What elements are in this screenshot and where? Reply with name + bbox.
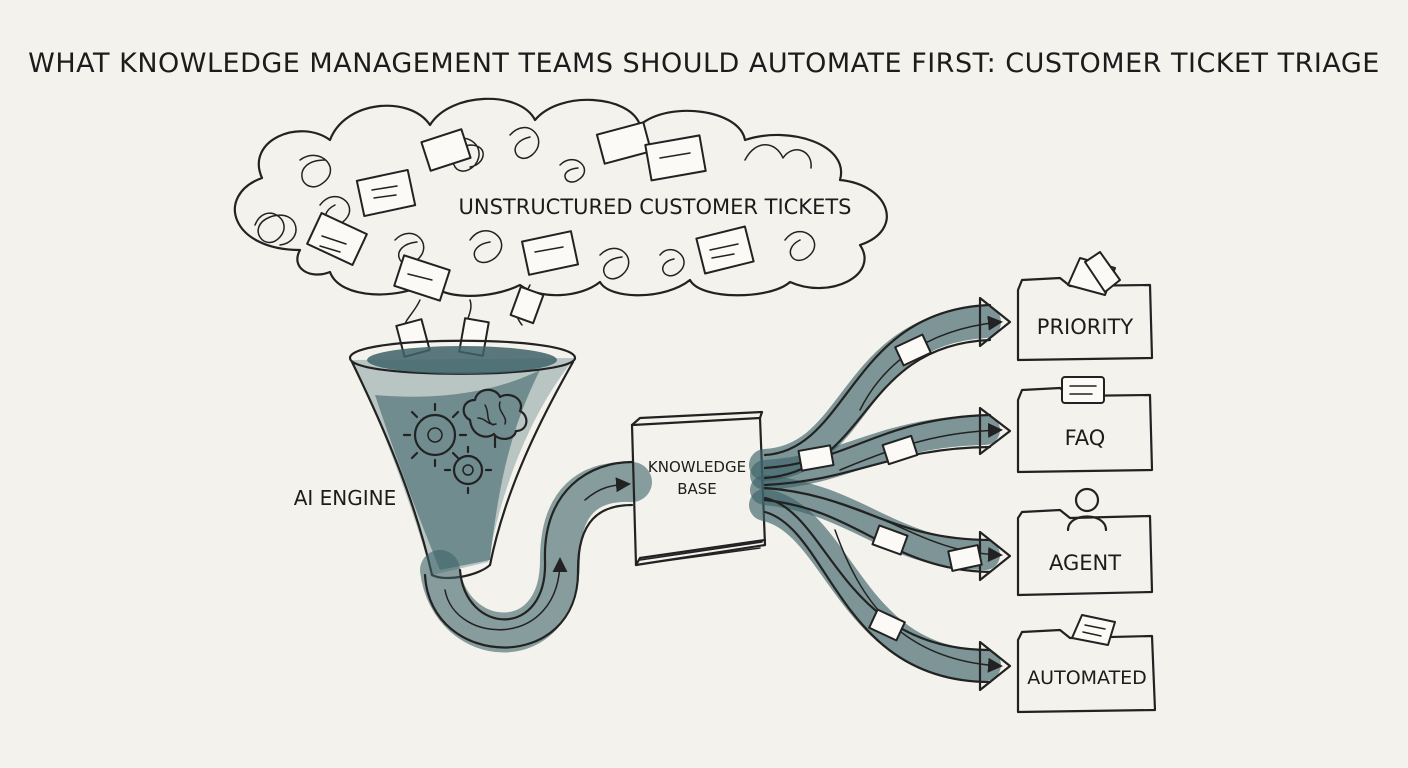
destination-label-faq: FAQ [1065, 426, 1106, 450]
destination-automated: AUTOMATED [1016, 614, 1157, 714]
destination-faq: FAQ [1016, 376, 1154, 474]
destination-label-priority: PRIORITY [1037, 315, 1134, 339]
cloud-label: UNSTRUCTURED CUSTOMER TICKETS [458, 195, 851, 219]
ai-engine-funnel: AI ENGINE [294, 339, 577, 580]
knowledge-base-label-line1: KNOWLEDGE [648, 458, 746, 476]
document-icon [1061, 376, 1105, 404]
page-title: WHAT KNOWLEDGE MANAGEMENT TEAMS SHOULD A… [28, 48, 1380, 79]
gear-icon [443, 445, 493, 495]
ticket-icon [1067, 251, 1121, 296]
funnel-to-knowledge-pipe [420, 460, 652, 653]
knowledge-base-book: KNOWLEDGE BASE [630, 410, 767, 567]
destination-priority: PRIORITY [1016, 251, 1154, 362]
person-icon [1066, 487, 1108, 532]
ticket-icon [1071, 614, 1116, 646]
gear-icon [402, 402, 468, 468]
ai-engine-label: AI ENGINE [294, 486, 397, 510]
brain-icon [462, 388, 528, 449]
knowledge-base-label-line2: BASE [677, 480, 717, 498]
destination-label-agent: AGENT [1049, 551, 1121, 575]
paper-slips [306, 121, 755, 302]
ticket-cloud: UNSTRUCTURED CUSTOMER TICKETS [233, 97, 888, 302]
destination-agent: AGENT [1016, 487, 1154, 597]
falling-tickets [395, 284, 545, 358]
destination-label-automated: AUTOMATED [1027, 667, 1147, 689]
routing-flows [749, 296, 1012, 692]
